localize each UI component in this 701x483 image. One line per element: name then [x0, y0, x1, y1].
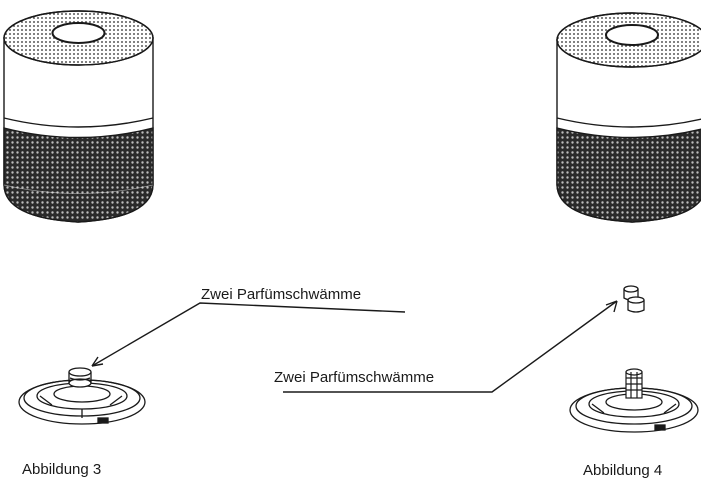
sponges-label-left: Zwei Parfümschwämme [201, 286, 362, 303]
base-tray-left [18, 379, 146, 425]
sponge-holder-right [625, 368, 643, 399]
figure-caption-4: Abbildung 4 [583, 462, 663, 479]
base-tray-right [569, 387, 699, 433]
arrow-left [91, 302, 406, 367]
air-purifier-left [3, 10, 154, 223]
figure-caption-3: Abbildung 3 [22, 461, 102, 478]
sponges-label-right: Zwei Parfümschwämme [274, 369, 435, 386]
air-purifier-right [556, 12, 701, 223]
sponge-placed-left [68, 367, 92, 388]
sponges-removed [623, 285, 645, 313]
arrow-right [283, 300, 618, 393]
